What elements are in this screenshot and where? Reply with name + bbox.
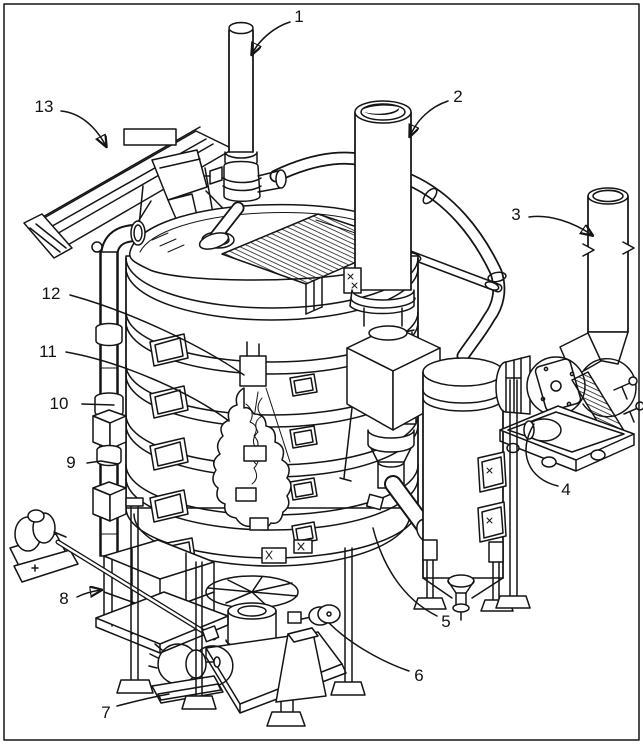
callout-label-11: 11 (39, 342, 57, 361)
drive-motor (148, 643, 234, 704)
callout-label-13: 13 (35, 97, 54, 116)
callout-label-1: 1 (294, 7, 303, 26)
deck-clamp (149, 333, 189, 367)
leader-line (76, 590, 101, 597)
callout-label-8: 8 (59, 589, 68, 608)
pipe-collar (95, 322, 123, 347)
leveling-screw (623, 401, 643, 423)
counterweight-motor (9, 509, 79, 583)
leader-line (525, 423, 559, 487)
leader-line (410, 100, 449, 136)
deck-clamps (149, 333, 318, 565)
leveling-screw (613, 376, 638, 400)
callout-label-7: 7 (101, 703, 110, 722)
stanchion-leg (495, 377, 531, 609)
deck-clamp (149, 437, 189, 471)
machine-leg (330, 547, 366, 696)
figure-border (3, 3, 640, 741)
leader-line (86, 460, 119, 465)
callout-label-9: 9 (66, 453, 75, 472)
deck-clamp (289, 373, 318, 397)
inlet-pipe (198, 21, 287, 250)
drive-pulley (275, 604, 341, 703)
callout-label-4: 4 (561, 480, 570, 499)
machine-leg (181, 561, 217, 710)
leader-lines (60, 21, 592, 707)
pipe-break-mark (622, 241, 635, 255)
pipe-break-mark (582, 243, 595, 257)
deck-clamp (289, 425, 318, 449)
leader-line (60, 110, 106, 146)
access-panel (477, 501, 507, 543)
callout-label-12: 12 (42, 284, 61, 303)
pipe-coupling (92, 481, 127, 522)
takeoff-duct (403, 249, 503, 293)
tie-rod (55, 539, 220, 643)
deck-clamp (149, 489, 189, 523)
leader-line (372, 527, 438, 617)
pipe-collar (96, 444, 122, 467)
callout-label-2: 2 (453, 87, 462, 106)
blower-stack (559, 187, 635, 378)
leader-line (69, 294, 245, 376)
callout-label-5: 5 (441, 612, 450, 631)
leader-line (528, 215, 592, 235)
machine-leg (116, 497, 154, 694)
deck-clamp (289, 477, 318, 501)
leader-line (65, 351, 230, 422)
blower (495, 355, 637, 418)
deck-clamp (291, 521, 318, 545)
callout-label-10: 10 (50, 394, 69, 413)
stack-bracket (343, 267, 362, 294)
leader-line (116, 693, 170, 707)
callout-labels: 1 2 3 4 5 6 7 8 9 10 11 12 13 (35, 7, 571, 722)
machine-legs (116, 497, 366, 727)
leader-line (252, 21, 291, 54)
callout-label-6: 6 (414, 666, 423, 685)
pipe-coupling (92, 409, 127, 450)
exhaust-stack (343, 100, 416, 327)
leader-line (328, 622, 410, 672)
callout-label-3: 3 (511, 205, 520, 224)
access-panel (477, 451, 507, 493)
leader-line (81, 403, 115, 406)
left-downspout-pipe (92, 220, 146, 557)
machine-leg (266, 699, 306, 727)
center-assembly (212, 341, 313, 564)
blower-base (499, 371, 643, 472)
